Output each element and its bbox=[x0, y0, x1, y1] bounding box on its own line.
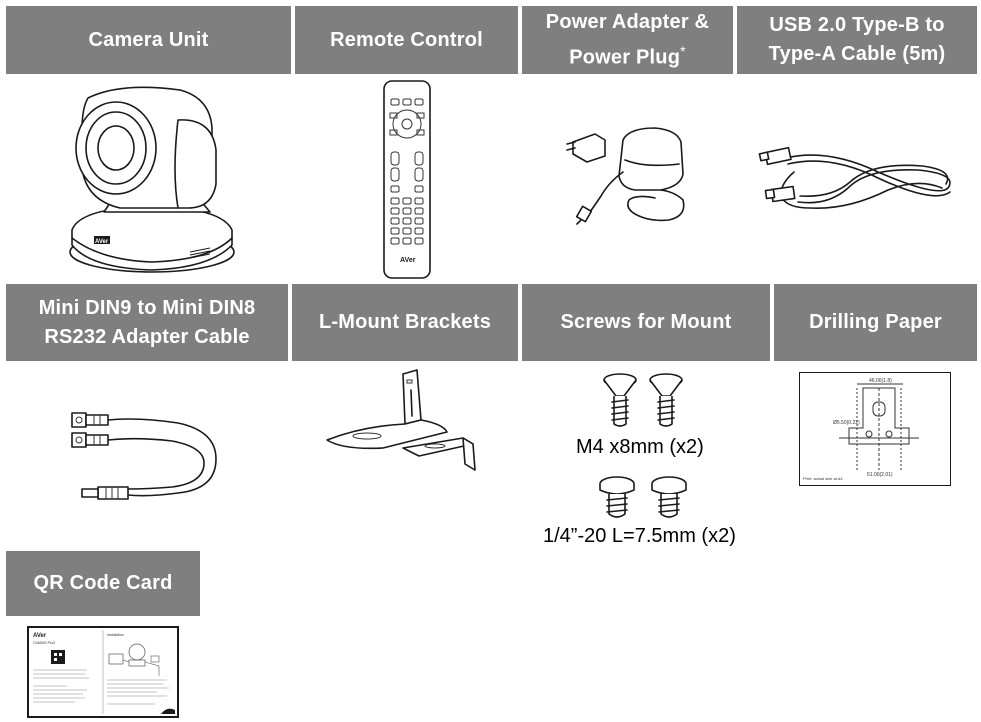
drilling-dim-top: 46.00(1.8) bbox=[869, 378, 892, 384]
power-adapter-illustration bbox=[565, 120, 695, 230]
header-screws-label: Screws for Mount bbox=[560, 311, 732, 333]
camera-unit-illustration: AVer bbox=[60, 80, 240, 275]
header-camera-unit-label: Camera Unit bbox=[88, 28, 209, 51]
usb-cable-illustration bbox=[758, 128, 958, 228]
header-rs232-cable: Mini DIN9 to Mini DIN8 RS232 Adapter Cab… bbox=[6, 284, 288, 361]
remote-control-illustration: AVer bbox=[382, 80, 432, 280]
header-rs232-line2: RS232 Adapter Cable bbox=[44, 325, 250, 348]
screws-quarter-inch-illustration bbox=[597, 474, 693, 522]
header-remote-control-label: Remote Control bbox=[330, 28, 483, 51]
drilling-dim-bottom: 51.00(2.01) bbox=[867, 472, 893, 478]
qr-card-section: Installation bbox=[107, 633, 124, 637]
qr-card-brand: AVer bbox=[33, 633, 47, 639]
header-l-mount: L-Mount Brackets bbox=[292, 284, 518, 361]
header-camera-unit: Camera Unit bbox=[6, 6, 291, 74]
header-drilling-paper: Drilling Paper bbox=[774, 284, 977, 361]
header-drilling-paper-label: Drilling Paper bbox=[809, 311, 942, 333]
screws-m4-caption: M4 x8mm (x2) bbox=[576, 436, 704, 458]
remote-logo-text: AVer bbox=[400, 257, 416, 264]
qr-code-card-illustration: AVer CAM520 Pro3 Installation bbox=[27, 626, 179, 718]
header-remote-control: Remote Control bbox=[295, 6, 518, 74]
screw-quarter-right bbox=[651, 476, 687, 518]
camera-logo-text: AVer bbox=[95, 239, 109, 245]
l-mount-brackets-illustration bbox=[323, 368, 493, 473]
header-usb-cable-line1: USB 2.0 Type-B to bbox=[769, 14, 945, 36]
screws-m4-illustration bbox=[600, 372, 690, 432]
screw-m4-left bbox=[603, 373, 637, 427]
header-power-adapter-line2: Power Plug bbox=[569, 46, 681, 69]
header-qr-code-card-label: QR Code Card bbox=[33, 572, 173, 594]
drilling-paper-illustration: 46.00(1.8) Ø5.50(0.22) 51.00(2.01) Print… bbox=[799, 372, 951, 486]
screw-m4-right bbox=[649, 373, 683, 427]
power-adapter-footnote-mark: * bbox=[680, 42, 686, 59]
header-power-adapter: Power Adapter & Power Plug* bbox=[522, 6, 733, 74]
header-qr-code-card: QR Code Card bbox=[6, 551, 200, 616]
header-rs232-line1: Mini DIN9 to Mini DIN8 bbox=[38, 296, 256, 319]
camera-logo-plate bbox=[94, 236, 110, 244]
screws-quarter-inch-caption: 1/4”-20 L=7.5mm (x2) bbox=[543, 525, 736, 547]
header-screws: Screws for Mount bbox=[522, 284, 770, 361]
drilling-footer: Print: actual size at A4 bbox=[803, 476, 843, 481]
header-power-adapter-line1: Power Adapter & bbox=[545, 10, 710, 33]
qr-code-icon bbox=[51, 650, 65, 664]
screw-quarter-left bbox=[599, 476, 635, 518]
drilling-dim-side: Ø5.50(0.22) bbox=[833, 420, 860, 426]
qr-card-product: CAM520 Pro3 bbox=[33, 641, 55, 645]
rs232-cable-illustration bbox=[68, 405, 228, 510]
header-l-mount-label: L-Mount Brackets bbox=[318, 311, 492, 333]
header-usb-cable-line2: Type-A Cable (5m) bbox=[768, 43, 946, 65]
header-usb-cable: USB 2.0 Type-B to Type-A Cable (5m) bbox=[737, 6, 977, 74]
